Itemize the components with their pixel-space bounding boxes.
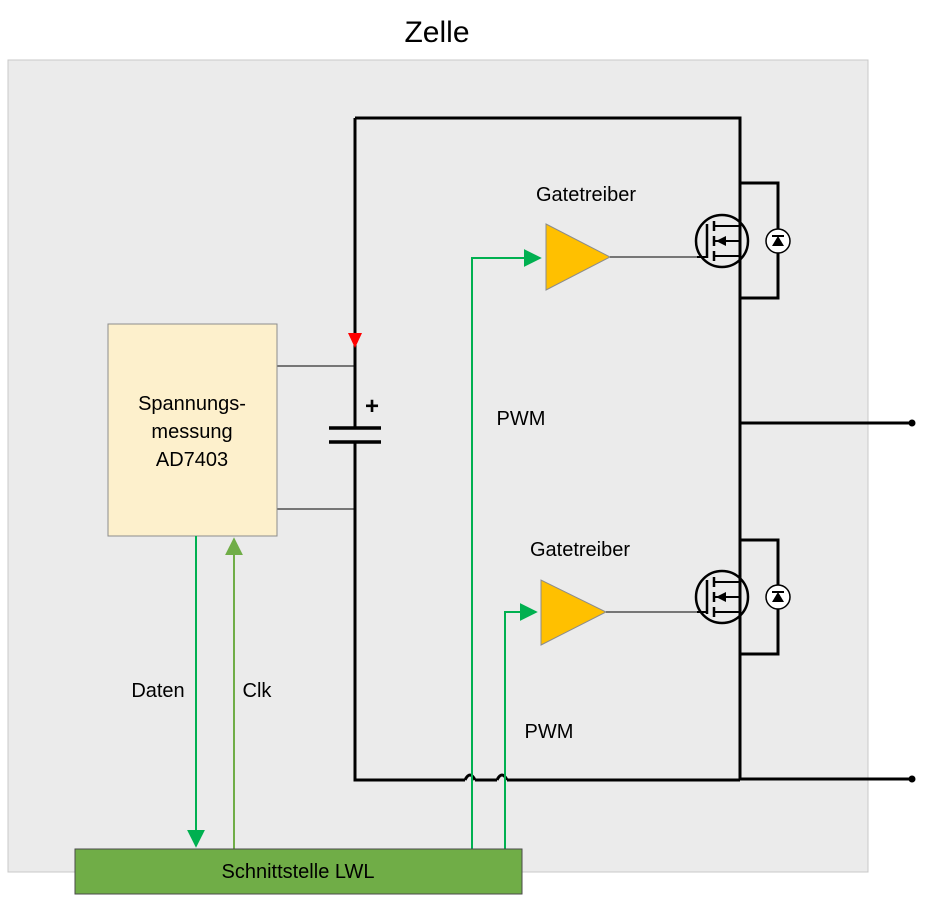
voltage-measurement-block: Spannungs- messung AD7403: [107, 323, 278, 537]
pwm-bottom-label: PWM: [525, 721, 574, 743]
mosfet-bottom: [694, 538, 791, 656]
terminal-bottom: [908, 775, 916, 783]
adc-label-line2: messung: [151, 421, 232, 443]
capacitor: +: [329, 393, 381, 448]
gate-driver-top: [545, 223, 612, 291]
mosfet-top: [694, 181, 791, 300]
capacitor-polarity-label: +: [365, 393, 379, 420]
interface-block: Schnittstelle LWL: [74, 848, 523, 895]
adc-label-line1: Spannungs-: [138, 393, 246, 415]
gate-driver-bottom: [540, 579, 608, 646]
gate-driver-bottom-label: Gatetreiber: [530, 539, 630, 561]
interface-label: Schnittstelle LWL: [221, 861, 374, 883]
adc-label-line3: AD7403: [156, 449, 228, 471]
pwm-top-line: [471, 249, 542, 849]
gate-driver-top-label: Gatetreiber: [536, 184, 636, 206]
pwm-bottom-line: [504, 603, 538, 849]
terminal-top: [908, 419, 916, 427]
current-arrow: [348, 333, 362, 348]
diagram-title: Zelle: [404, 16, 469, 49]
data-label: Daten: [131, 680, 184, 702]
pwm-top-label: PWM: [497, 408, 546, 430]
clock-label: Clk: [243, 680, 273, 702]
